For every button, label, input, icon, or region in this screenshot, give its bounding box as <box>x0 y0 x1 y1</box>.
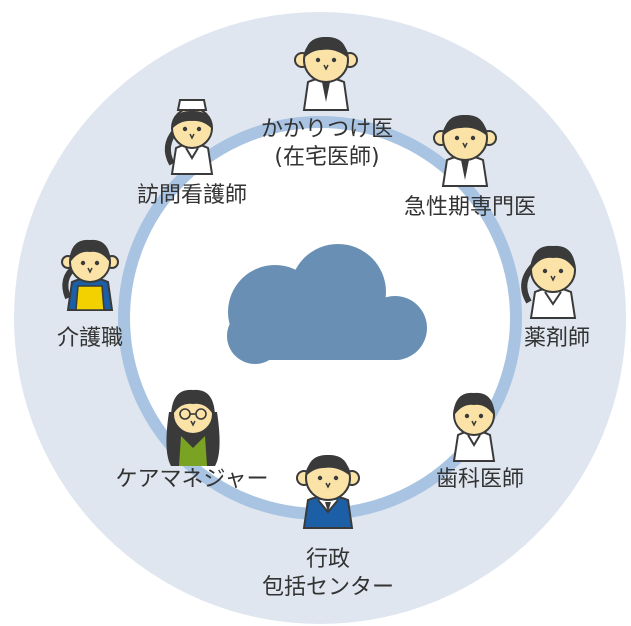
label-visiting-nurse: 訪問看護師 <box>137 182 247 210</box>
family-doctor-icon <box>294 36 358 111</box>
dentist-icon <box>452 392 496 462</box>
label-administration-line2: 包括センター <box>261 575 395 600</box>
label-family-doctor: かかりつけ医 (在宅医師) <box>261 116 393 172</box>
label-pharmacist-line1: 薬剤師 <box>523 326 591 351</box>
label-care-manager-line1: ケアマネジャー <box>115 467 269 492</box>
pharmacist-icon <box>521 245 577 319</box>
label-specialist-line1: 急性期専門医 <box>403 195 537 220</box>
label-care-worker: 介護職 <box>57 325 123 353</box>
administration-icon <box>296 454 360 529</box>
label-pharmacist: 薬剤師 <box>524 325 590 353</box>
label-administration: 行政 包括センター <box>262 546 394 602</box>
label-care-worker-line1: 介護職 <box>56 326 124 351</box>
label-family-doctor-line2: (在宅医師) <box>274 145 380 170</box>
label-visiting-nurse-line1: 訪問看護師 <box>136 183 248 208</box>
care-worker-icon <box>61 239 119 311</box>
visiting-nurse-icon <box>164 99 214 175</box>
label-family-doctor-line1: かかりつけ医 <box>260 117 394 142</box>
label-dentist: 歯科医師 <box>436 466 524 494</box>
care-manager-icon <box>166 389 220 466</box>
cloud-icon <box>227 244 427 364</box>
label-care-manager: ケアマネジャー <box>116 466 269 494</box>
specialist-doctor-icon <box>433 114 497 187</box>
label-administration-line1: 行政 <box>305 547 351 572</box>
label-specialist: 急性期専門医 <box>404 194 536 222</box>
label-dentist-line1: 歯科医師 <box>435 467 525 492</box>
